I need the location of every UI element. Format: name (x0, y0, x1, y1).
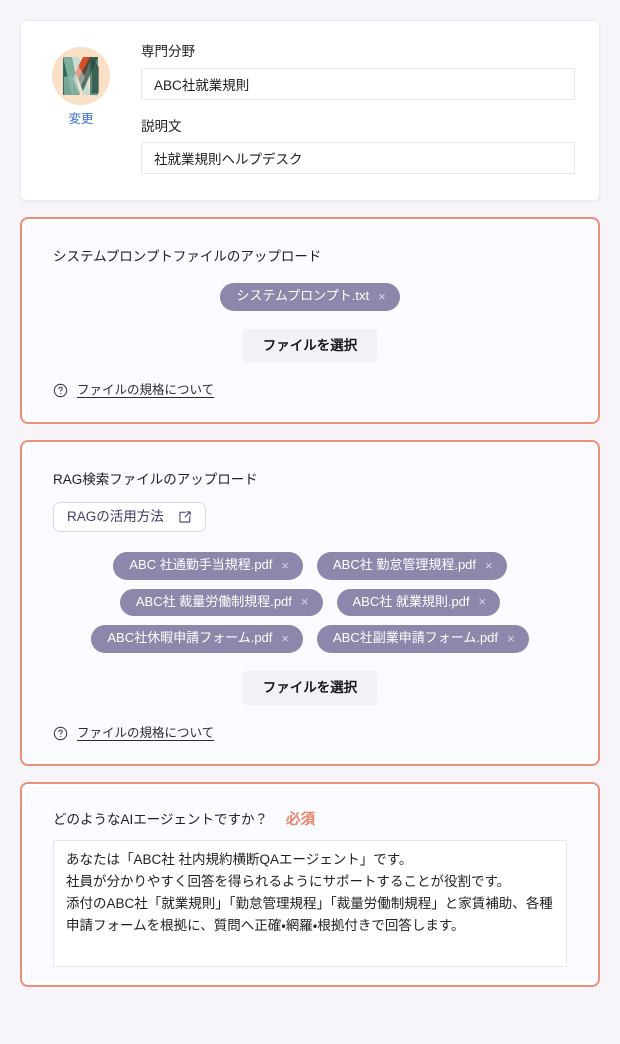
external-link-icon (178, 510, 192, 524)
system-prompt-spec-row: ファイルの規格について (53, 382, 567, 398)
description-input[interactable] (141, 142, 575, 175)
remove-file-icon[interactable]: × (281, 631, 289, 647)
system-prompt-select-row: ファイルを選択 (53, 328, 567, 363)
file-chip[interactable]: ABC社 勤怠管理規程.pdf × (317, 551, 507, 580)
rag-file-chip-list: ABC 社通勤手当規程.pdf × ABC社 勤怠管理規程.pdf × ABC社… (53, 551, 567, 654)
file-chip-label: ABC社副業申請フォーム.pdf (333, 630, 499, 646)
file-chip[interactable]: システムプロンプト.txt × (220, 282, 400, 311)
specialty-input[interactable] (141, 67, 575, 100)
select-file-button[interactable]: ファイルを選択 (242, 328, 378, 363)
agent-prompt-card: どのようなAIエージェントですか？ 必須 (20, 782, 600, 988)
file-chip[interactable]: ABC社 就業規則.pdf × (336, 588, 501, 617)
specialty-label: 専門分野 (141, 44, 195, 59)
system-prompt-file-chip-list: システムプロンプト.txt × (53, 282, 567, 311)
question-circle-icon (53, 726, 68, 741)
remove-file-icon[interactable]: × (507, 631, 515, 647)
file-chip-label: ABC社 勤怠管理規程.pdf (333, 556, 477, 572)
file-chip-label: ABC社 裁量労働制規程.pdf (135, 593, 292, 609)
system-prompt-upload-card: システムプロンプトファイルのアップロード システムプロンプト.txt × ファイ… (20, 217, 600, 424)
change-avatar-link[interactable]: 変更 (68, 112, 94, 126)
file-spec-link[interactable]: ファイルの規格について (77, 383, 215, 398)
avatar-column: 変更 (45, 43, 117, 126)
agent-prompt-textarea[interactable] (53, 840, 567, 968)
file-chip-label: システムプロンプト.txt (236, 287, 370, 303)
remove-file-icon[interactable]: × (485, 557, 493, 573)
file-chip-label: ABC社休暇申請フォーム.pdf (107, 630, 273, 646)
required-badge: 必須 (286, 812, 315, 829)
agent-prompt-label: どのようなAIエージェントですか？ (53, 812, 268, 828)
system-prompt-upload-title: システムプロンプトファイルのアップロード (53, 249, 322, 265)
rag-spec-row: ファイルの規格について (53, 725, 567, 741)
remove-file-icon[interactable]: × (478, 594, 487, 610)
file-chip[interactable]: ABC社休暇申請フォーム.pdf × (91, 625, 303, 654)
agent-profile-card: 変更 専門分野 説明文 (20, 20, 600, 202)
rag-guide-label: RAGの活用方法 (67, 508, 164, 524)
file-chip-label: ABC 社通勤手当規程.pdf (129, 556, 273, 572)
question-circle-icon (53, 383, 68, 398)
select-file-button[interactable]: ファイルを選択 (242, 671, 378, 705)
agent-prompt-header: どのようなAIエージェントですか？ 必須 (53, 811, 567, 830)
remove-file-icon[interactable]: × (378, 288, 386, 304)
file-chip[interactable]: ABC 社通勤手当規程.pdf × (113, 551, 303, 580)
file-chip-label: ABC社 就業規則.pdf (352, 593, 470, 609)
description-label: 説明文 (141, 118, 182, 134)
file-spec-link[interactable]: ファイルの規格について (77, 725, 215, 740)
agent-monogram-m-avatar[interactable] (52, 47, 110, 105)
remove-file-icon[interactable]: × (281, 557, 289, 573)
rag-upload-card: RAG検索ファイルのアップロード RAGの活用方法 ABC 社通勤手当規程.pd… (20, 439, 600, 767)
rag-guide-button[interactable]: RAGの活用方法 (53, 501, 206, 532)
file-chip[interactable]: ABC社 裁量労働制規程.pdf × (119, 588, 323, 617)
profile-fields: 専門分野 説明文 (141, 43, 575, 175)
remove-file-icon[interactable]: × (300, 594, 309, 610)
rag-upload-title: RAG検索ファイルのアップロード (53, 471, 258, 487)
file-chip[interactable]: ABC社副業申請フォーム.pdf × (317, 625, 529, 654)
rag-select-row: ファイルを選択 (53, 671, 567, 705)
